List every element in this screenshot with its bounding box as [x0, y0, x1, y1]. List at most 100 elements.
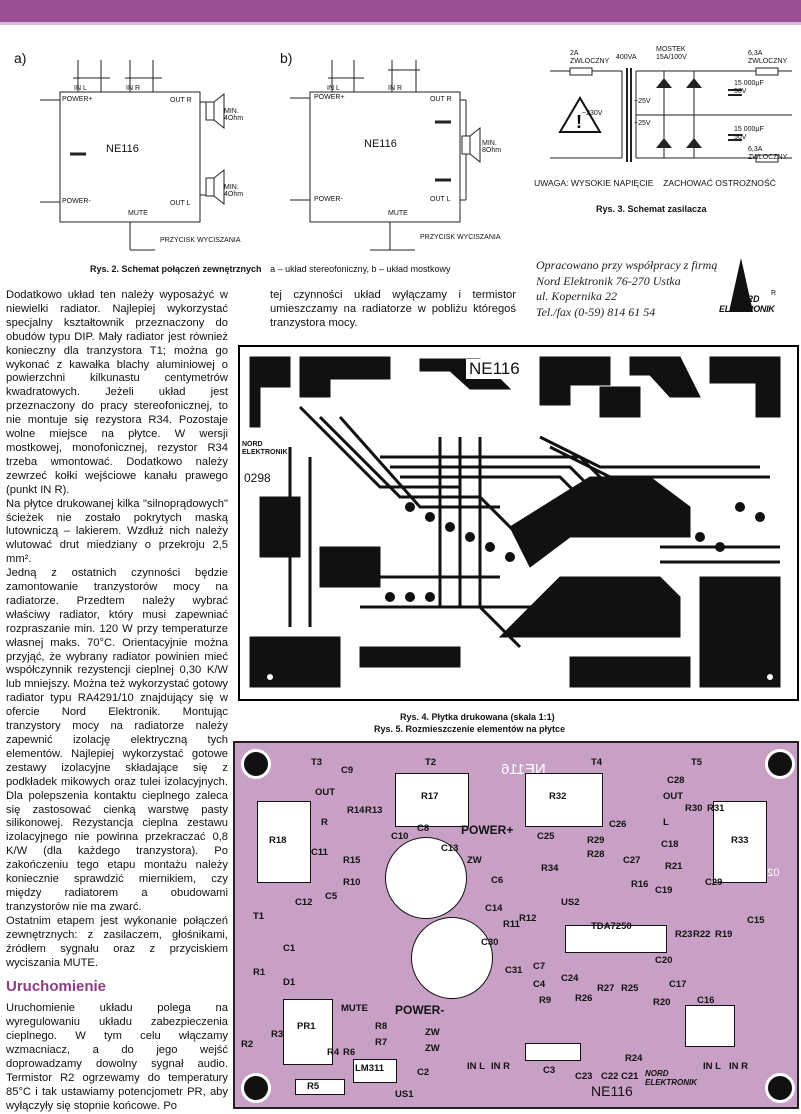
part-label: C27 — [623, 855, 641, 866]
credit-line2: Nord Elektronik 76-270 Ustka — [536, 273, 681, 288]
supply-caption: Rys. 3. Schemat zasilacza — [596, 204, 707, 214]
c16-body — [685, 1005, 735, 1047]
nord-logo-mark — [729, 258, 753, 312]
part-label: T5 — [691, 757, 703, 768]
part-label: POWER+ — [461, 823, 514, 837]
credit-block: Opracowano przy współpracy z firmą Nord … — [536, 258, 736, 320]
part-label: POWER- — [395, 1003, 445, 1017]
part-label: US2 — [561, 897, 580, 908]
part-label: R34 — [541, 863, 559, 874]
part-label: R8 — [375, 1021, 388, 1032]
part-label: C31 — [505, 965, 523, 976]
nord-elektronik-logo: NORD ELEKTRONIK R — [715, 252, 799, 324]
part-label: R1 — [253, 967, 266, 978]
part-label: R17 — [421, 791, 439, 802]
figure-b: b) IN L IN R POWER+ POWER- NE116 OUT R O… — [270, 40, 520, 260]
part-label: ZW — [425, 1027, 440, 1038]
figure-b-power-plus: POWER+ — [314, 94, 345, 101]
part-label: C8 — [417, 823, 430, 834]
part-label: C3 — [543, 1065, 556, 1076]
part-label: R30 — [685, 803, 703, 814]
part-label: R16 — [631, 879, 649, 890]
figure-a-speaker-l: MIN. 4Ohm — [224, 184, 244, 198]
supply-bridge: MOSTEK 15A/100V — [656, 46, 687, 61]
part-label: R12 — [519, 913, 537, 924]
part-label: C19 — [655, 885, 673, 896]
part-label: C16 — [697, 995, 715, 1006]
part-label: C11 — [311, 847, 328, 858]
pcb-code: 0298 — [244, 471, 271, 485]
part-label: R18 — [269, 835, 287, 846]
figure-b-out-l: OUT L — [430, 196, 451, 203]
credit-line1: Opracowano przy współpracy z firmą — [536, 258, 718, 272]
part-label: R15 — [343, 855, 361, 866]
part-label: LM311 — [355, 1063, 385, 1074]
r32-body — [525, 773, 603, 827]
figure-b-schematic — [290, 60, 481, 251]
part-label: ZW — [425, 1043, 440, 1054]
mount-hole-bl — [241, 1073, 271, 1103]
logo-top-text: NORD — [733, 294, 760, 304]
part-label: R22 — [693, 929, 711, 940]
part-label: C5 — [325, 891, 338, 902]
part-label: R9 — [539, 995, 552, 1006]
part-label: C28 — [667, 775, 685, 786]
part-label: ZW — [467, 855, 482, 866]
part-label: C10 — [391, 831, 409, 842]
part-label: C20 — [655, 955, 673, 966]
part-label: C7 — [533, 961, 546, 972]
supply-schematic: ! — [550, 67, 792, 163]
figure-a-out-r: OUT R — [170, 97, 192, 104]
part-label: C18 — [661, 839, 679, 850]
logo-registered: R — [771, 290, 777, 297]
part-label: R33 — [731, 835, 749, 846]
part-label: C25 — [537, 831, 555, 842]
part-label: OUT — [663, 791, 684, 802]
placement-logo: NORD ELEKTRONIK — [645, 1069, 697, 1087]
part-label: R21 — [665, 861, 683, 872]
figure-a: a) IN L IN R POWER+ POWER- NE116 OUT R O… — [10, 40, 250, 260]
top-color-bar — [0, 0, 801, 25]
part-label: C21 — [621, 1071, 639, 1082]
supply-fuse3: 6,3A ZWLOCZNY — [748, 146, 788, 161]
supply-cap1: 15 000μF 50V — [734, 80, 764, 95]
part-label: C6 — [491, 875, 504, 886]
part-label: R6 — [343, 1047, 356, 1058]
part-label: IN R — [729, 1061, 748, 1072]
mount-hole-tr — [765, 749, 795, 779]
part-label: R19 — [715, 929, 733, 940]
pr1-body — [283, 999, 333, 1065]
part-label: C22 — [601, 1071, 619, 1082]
part-label: MUTE — [341, 1003, 368, 1014]
part-label: C17 — [669, 979, 687, 990]
svg-text:!: ! — [576, 112, 582, 132]
figure-a-power-plus: POWER+ — [62, 96, 93, 103]
c30-body — [411, 917, 493, 999]
part-label: R25 — [621, 983, 639, 994]
c3-body — [525, 1043, 581, 1061]
fig2-caption: Rys. 2. Schemat połączeń zewnętrznych a … — [90, 264, 451, 274]
part-label: C13 — [441, 843, 459, 854]
part-label: T4 — [591, 757, 603, 768]
r18-body — [257, 801, 311, 883]
part-label: R — [321, 817, 328, 828]
part-label: C26 — [609, 819, 627, 830]
left-p2: Na płytce drukowanej kilka "silnoprądowy… — [6, 497, 228, 566]
part-label: T1 — [253, 911, 265, 922]
part-label: IN L — [703, 1061, 721, 1072]
logo-bottom-text: ELEKTRONIK — [719, 304, 775, 314]
part-label: R4 — [327, 1047, 340, 1058]
supply-warning: UWAGA: WYSOKIE NAPIĘCIE ZACHOWAĆ OSTROŻN… — [534, 178, 776, 188]
figure-a-label: a) — [14, 50, 27, 66]
supply-mains: ~230V — [582, 110, 603, 117]
figure-a-switch: PRZYCISK WYCISZANIA — [160, 237, 241, 244]
part-label: PR1 — [297, 1021, 316, 1032]
part-label: US1 — [395, 1089, 414, 1100]
tda7250-body — [565, 925, 667, 953]
r5-body — [295, 1079, 345, 1095]
placement-figure: NE116 0298 T3 C9 T2 T4 C28 T5 OUT R R14 … — [233, 741, 799, 1109]
pcb-caption-2: Rys. 5. Rozmieszczenie elementów na płyt… — [374, 724, 566, 734]
part-label: R2 — [241, 1039, 254, 1050]
part-label: L — [663, 817, 669, 828]
fig2-caption-title: Rys. 2. Schemat połączeń zewnętrznych — [90, 264, 262, 274]
